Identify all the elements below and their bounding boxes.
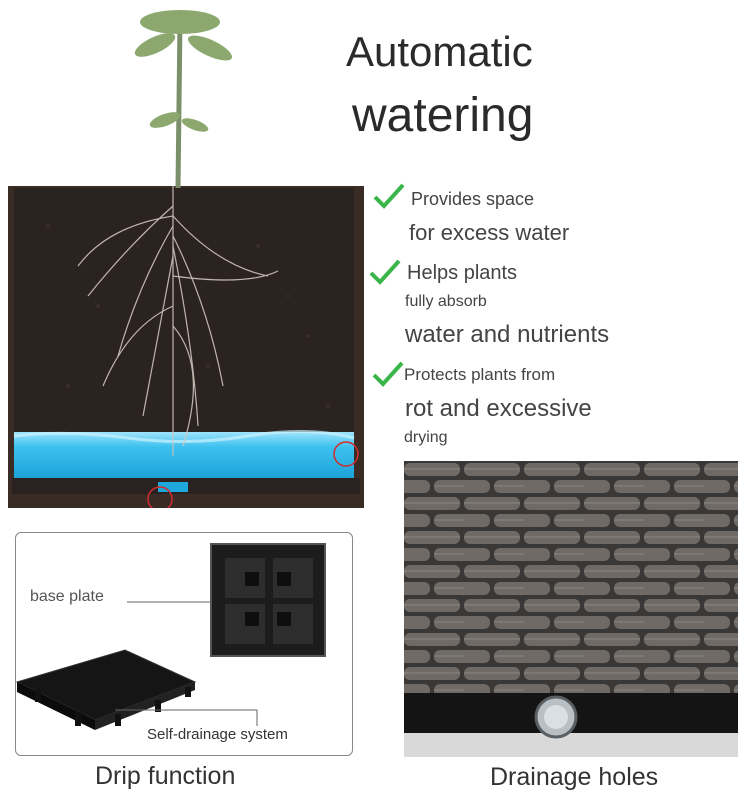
wicker-drainage-photo [404, 461, 738, 757]
feature-3-line-1: Protects plants from [404, 365, 556, 384]
feature-1-line-1: Provides space [411, 189, 535, 209]
caption-drainage-holes: Drainage holes [490, 763, 659, 791]
feature-2-line-2: fully absorb [405, 293, 487, 310]
base-plate-illustration [15, 543, 326, 730]
feature-2-line-1: Helps plants [407, 262, 518, 284]
plant-stem-illustration [134, 10, 233, 189]
checkmark-icon [372, 361, 404, 387]
feature-1-line-2: for excess water [409, 220, 570, 245]
title-line-2: watering [352, 89, 534, 142]
plant-pot-illustration [8, 186, 364, 508]
feature-3-line-2: rot and excessive [405, 395, 592, 422]
self-drainage-label: Self-drainage system [147, 726, 288, 743]
feature-3-line-3: drying [404, 429, 448, 446]
base-plate-label: base plate [30, 588, 104, 605]
checkmark-icon [373, 183, 405, 209]
checkmark-icon [369, 259, 401, 285]
feature-2-line-3: water and nutrients [405, 321, 610, 348]
title-line-1: Automatic [346, 28, 533, 75]
caption-drip-function: Drip function [95, 762, 236, 790]
